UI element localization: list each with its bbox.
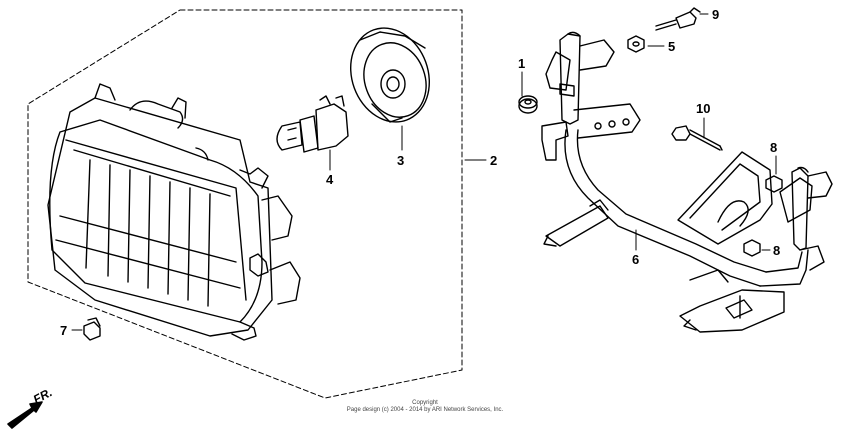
copyright-line-2: Page design (c) 2004 - 2014 by ARI Netwo… — [346, 407, 504, 413]
callout-4: 4 — [326, 172, 334, 187]
callout-6: 6 — [632, 252, 639, 267]
callout-3: 3 — [397, 153, 404, 168]
assembly-frame — [27, 9, 463, 399]
bolt-9 — [655, 7, 701, 31]
callout-1: 1 — [518, 56, 525, 71]
callout-8-upper: 8 — [770, 140, 777, 155]
copyright-line-1: Copyright — [412, 400, 438, 406]
callout-7: 7 — [60, 323, 67, 338]
callout-5: 5 — [668, 39, 675, 54]
nut-8-upper — [765, 175, 783, 193]
callout-10: 10 — [696, 101, 710, 116]
callout-2: 2 — [490, 153, 497, 168]
leader-lines — [71, 13, 777, 331]
bolt-10 — [671, 125, 723, 151]
headlight-bulb — [276, 95, 349, 153]
front-direction-arrow — [7, 401, 43, 429]
headlight-stay — [541, 31, 833, 333]
grommet-1 — [518, 95, 538, 114]
callout-9: 9 — [712, 7, 719, 22]
nut-8-lower — [743, 239, 761, 257]
nut-5 — [627, 35, 645, 53]
headlight-unit — [47, 83, 301, 341]
bolt-7 — [83, 317, 101, 341]
callout-8-lower: 8 — [773, 243, 780, 258]
bulb-dust-cover — [349, 27, 431, 123]
